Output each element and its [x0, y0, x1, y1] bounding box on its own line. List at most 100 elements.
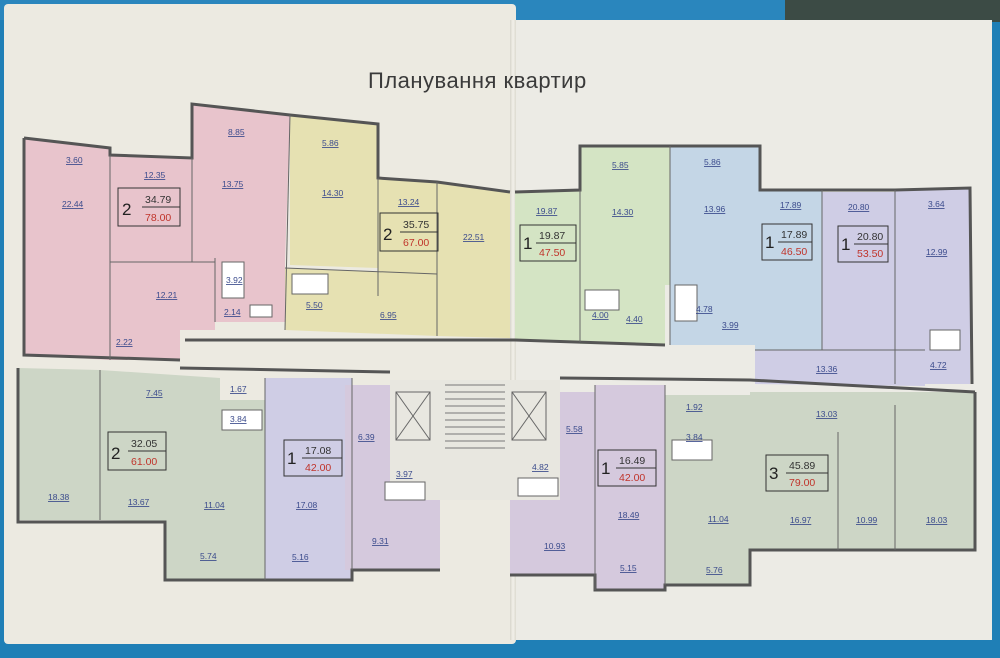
svg-text:1: 1 [841, 235, 850, 254]
svg-text:22.44: 22.44 [62, 199, 84, 209]
room-yellow-kitchen [290, 115, 378, 268]
svg-text:16.97: 16.97 [790, 515, 812, 525]
svg-text:1: 1 [523, 234, 532, 253]
room-pink-kitchen [192, 104, 290, 262]
room-lav-room [822, 192, 895, 350]
svg-text:13.03: 13.03 [816, 409, 838, 419]
room-yellow-big [437, 182, 510, 338]
svg-text:1.92: 1.92 [686, 402, 703, 412]
room-lav2-room [265, 378, 352, 580]
elevator-right [511, 391, 547, 441]
room-pink-hall [110, 262, 215, 360]
room-purple2-room [595, 385, 665, 590]
svg-text:9.31: 9.31 [372, 536, 389, 546]
svg-text:8.85: 8.85 [228, 127, 245, 137]
svg-text:13.24: 13.24 [398, 197, 420, 207]
background-corner [785, 0, 1000, 22]
svg-text:6.39: 6.39 [358, 432, 375, 442]
svg-text:22.51: 22.51 [463, 232, 485, 242]
svg-text:78.00: 78.00 [145, 212, 171, 224]
svg-text:18.38: 18.38 [48, 492, 70, 502]
svg-text:4.82: 4.82 [532, 462, 549, 472]
svg-text:17.89: 17.89 [781, 229, 807, 241]
svg-text:5.16: 5.16 [292, 552, 309, 562]
svg-text:42.00: 42.00 [619, 472, 645, 484]
svg-text:14.30: 14.30 [322, 188, 344, 198]
svg-text:1: 1 [287, 449, 296, 468]
svg-text:17.08: 17.08 [305, 445, 331, 457]
svg-text:2: 2 [122, 200, 131, 219]
svg-text:6.95: 6.95 [380, 310, 397, 320]
apt-box-5: 1 20.80 53.50 [837, 225, 889, 263]
svg-text:61.00: 61.00 [131, 456, 157, 468]
apt-box-3: 1 19.87 47.50 [519, 224, 577, 262]
svg-text:20.80: 20.80 [848, 202, 870, 212]
svg-text:5.76: 5.76 [706, 565, 723, 575]
room-blue-room [755, 190, 822, 350]
room-sage-big [18, 368, 100, 520]
svg-text:67.00: 67.00 [403, 237, 429, 249]
svg-text:17.08: 17.08 [296, 500, 318, 510]
svg-text:19.87: 19.87 [539, 230, 565, 242]
svg-text:34.79: 34.79 [145, 194, 171, 206]
svg-text:4.40: 4.40 [626, 314, 643, 324]
svg-text:2.14: 2.14 [224, 307, 241, 317]
svg-text:4.00: 4.00 [592, 310, 609, 320]
room-sage2-kitchen [665, 395, 750, 585]
elevator-left [395, 391, 431, 441]
svg-text:1: 1 [765, 233, 774, 252]
apt-box-9: 3 45.89 79.00 [765, 454, 829, 492]
svg-text:5.86: 5.86 [704, 157, 721, 167]
bathroom-fixtures [221, 261, 961, 501]
svg-text:12.99: 12.99 [926, 247, 948, 257]
apt-box-8: 1 16.49 42.00 [597, 449, 657, 487]
room-sage-kitchen [165, 400, 265, 580]
svg-text:12.35: 12.35 [144, 170, 166, 180]
svg-text:3.97: 3.97 [396, 469, 413, 479]
svg-text:18.03: 18.03 [926, 515, 948, 525]
svg-text:3: 3 [769, 464, 778, 483]
svg-text:4.72: 4.72 [930, 360, 947, 370]
svg-text:3.84: 3.84 [686, 432, 703, 442]
svg-text:3.92: 3.92 [226, 275, 243, 285]
stair-treads [445, 384, 505, 449]
svg-text:13.36: 13.36 [816, 364, 838, 374]
svg-text:5.74: 5.74 [200, 551, 217, 561]
room-pink-mid [110, 155, 192, 262]
svg-text:2.22: 2.22 [116, 337, 133, 347]
svg-text:3.64: 3.64 [928, 199, 945, 209]
room-sage2-big [750, 392, 975, 550]
apt-box-4: 1 17.89 46.50 [761, 223, 813, 261]
room-lav-hall [755, 350, 925, 386]
room-green-room [515, 190, 580, 342]
svg-text:3.84: 3.84 [230, 414, 247, 424]
page-title: Планування квартир [368, 68, 587, 93]
svg-text:4.78: 4.78 [696, 304, 713, 314]
svg-text:2: 2 [111, 444, 120, 463]
room-yellow-bed [378, 178, 437, 300]
svg-text:13.67: 13.67 [128, 497, 150, 507]
svg-text:42.00: 42.00 [305, 462, 331, 474]
svg-text:5.58: 5.58 [566, 424, 583, 434]
room-pink-large [24, 138, 110, 360]
svg-text:47.50: 47.50 [539, 247, 565, 259]
svg-text:12.21: 12.21 [156, 290, 178, 300]
room-green-kitchen [580, 146, 670, 285]
svg-text:17.89: 17.89 [780, 200, 802, 210]
svg-text:1: 1 [601, 459, 610, 478]
svg-text:10.93: 10.93 [544, 541, 566, 551]
svg-text:2: 2 [383, 225, 392, 244]
svg-text:3.99: 3.99 [722, 320, 739, 330]
svg-text:79.00: 79.00 [789, 477, 815, 489]
svg-text:5.15: 5.15 [620, 563, 637, 573]
booklet-spine [510, 20, 516, 640]
room-area-labels: 3.60 22.44 12.35 8.85 13.75 5.86 14.30 1… [48, 127, 948, 575]
svg-text:11.04: 11.04 [708, 514, 729, 524]
svg-text:32.05: 32.05 [131, 438, 157, 450]
svg-text:10.99: 10.99 [856, 515, 878, 525]
svg-text:5.86: 5.86 [322, 138, 339, 148]
svg-text:5.50: 5.50 [306, 300, 323, 310]
svg-text:19.87: 19.87 [536, 206, 558, 216]
